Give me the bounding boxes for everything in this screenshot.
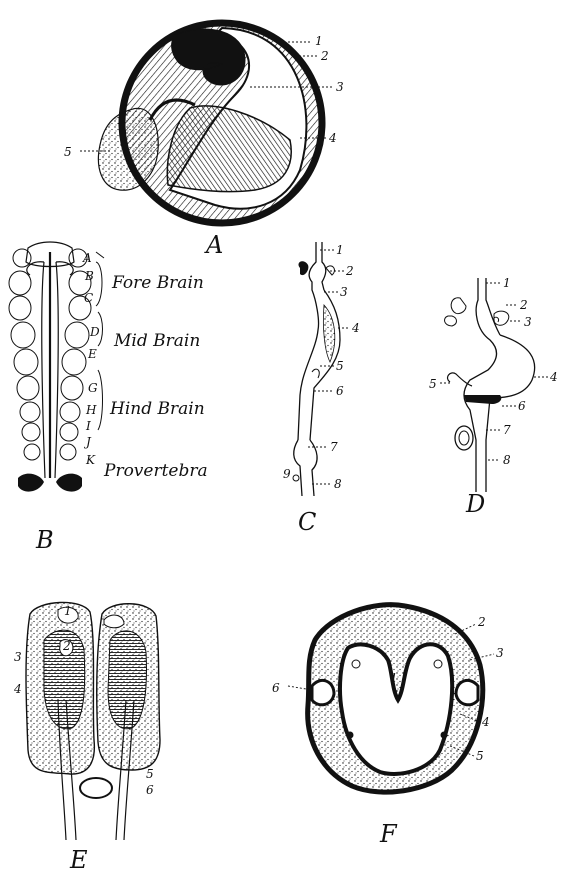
figure-d-label-5: 5 — [429, 377, 437, 391]
figure-a-label-1: 1 — [315, 34, 323, 48]
figure-f-label-6: 6 — [272, 681, 280, 695]
figure-d-label-1: 1 — [503, 276, 511, 290]
figure-b-segment-k: K — [85, 453, 96, 467]
figure-c-label-8: 8 — [334, 477, 342, 491]
figure-a-head-fold — [171, 28, 246, 86]
figure-b-brain-vesicles — [8, 248, 92, 461]
figure-b-caption-hind-brain: Hind Brain — [109, 399, 205, 419]
figure-e: 3 4 5 6 1 2 E — [13, 601, 161, 874]
figure-b-caption-mid-brain: Mid Brain — [113, 331, 200, 351]
figure-b-segment-h: H — [85, 403, 97, 417]
figure-f-label-5: 5 — [476, 749, 484, 763]
figure-b-segment-a: A — [82, 251, 92, 265]
figure-b-caption-provertebra: Provertebra — [103, 461, 208, 481]
figure-f-central-cavity — [338, 642, 455, 776]
figure-d-label-8: 8 — [503, 453, 511, 467]
figure-c-label-3: 3 — [340, 285, 348, 299]
figure-c-label-4: 4 — [351, 321, 360, 335]
figure-b-provertebra-right — [56, 473, 82, 492]
figure-f: 2 3 4 5 6 1 F — [272, 602, 504, 848]
figure-b-segment-b: B — [84, 269, 94, 283]
figure-b-letter: B — [35, 526, 54, 554]
figure-f-left-fold — [310, 678, 336, 707]
figure-d-label-6: 6 — [518, 399, 526, 413]
figure-a-label-3: 3 — [336, 80, 344, 94]
figure-d-label-3: 3 — [524, 315, 532, 329]
figure-a-label-4: 4 — [328, 131, 337, 145]
figure-f-label-2: 2 — [477, 615, 486, 629]
figure-e-label-2: 2 — [62, 639, 71, 653]
figure-d-label-7: 7 — [503, 423, 511, 437]
figure-c-bud-left — [298, 261, 309, 276]
figure-e-label-6: 6 — [146, 783, 154, 797]
figure-b: A B C D E G H I J K Fore Brain Mid Brain… — [8, 241, 208, 554]
figure-a: 1 2 3 4 5 A — [64, 19, 344, 259]
figure-b-segment-j: J — [83, 435, 92, 449]
figure-f-letter: F — [379, 820, 398, 848]
figure-b-segment-i: I — [85, 419, 91, 433]
figure-f-label-1: 1 — [390, 671, 398, 685]
figure-a-label-2: 2 — [320, 49, 329, 63]
figure-c: 1 2 3 4 5 6 7 8 9 C — [283, 242, 360, 536]
figure-a-label-5: 5 — [64, 145, 72, 159]
figure-e-letter: E — [69, 846, 88, 874]
figure-d-letter: D — [465, 490, 485, 518]
figure-d-label-4: 4 — [549, 370, 558, 384]
figure-c-label-6: 6 — [336, 384, 344, 398]
figure-b-segment-g: G — [88, 381, 98, 395]
figure-e-label-4: 4 — [13, 682, 22, 696]
figure-f-right-fold — [454, 678, 480, 707]
figure-b-segment-e: E — [87, 347, 97, 361]
figure-d: 1 2 3 4 5 6 7 8 D — [429, 276, 558, 518]
figure-d-dark-segment — [464, 395, 502, 404]
figure-b-segment-d: D — [89, 325, 100, 339]
figure-f-label-4: 4 — [481, 715, 490, 729]
figure-e-label-3: 3 — [14, 650, 22, 664]
figure-c-label-1: 1 — [336, 243, 344, 257]
figure-a-letter: A — [204, 231, 223, 259]
figure-a-embryo-body — [166, 105, 292, 193]
figure-c-letter: C — [298, 508, 316, 536]
figure-e-label-1: 1 — [64, 604, 72, 618]
figure-a-yolk-sac — [97, 107, 159, 191]
figure-c-label-2: 2 — [345, 264, 354, 278]
figure-c-label-5: 5 — [336, 359, 344, 373]
figure-b-caption-fore-brain: Fore Brain — [111, 273, 204, 293]
figure-e-ring — [79, 777, 113, 799]
figure-b-provertebra-left — [18, 473, 44, 492]
figure-c-label-9: 9 — [283, 467, 291, 481]
figure-f-label-3: 3 — [496, 646, 504, 660]
figure-d-label-2: 2 — [519, 298, 528, 312]
figure-e-label-5: 5 — [146, 767, 154, 781]
figure-b-segment-c: C — [84, 291, 93, 305]
figure-c-label-7: 7 — [330, 440, 338, 454]
